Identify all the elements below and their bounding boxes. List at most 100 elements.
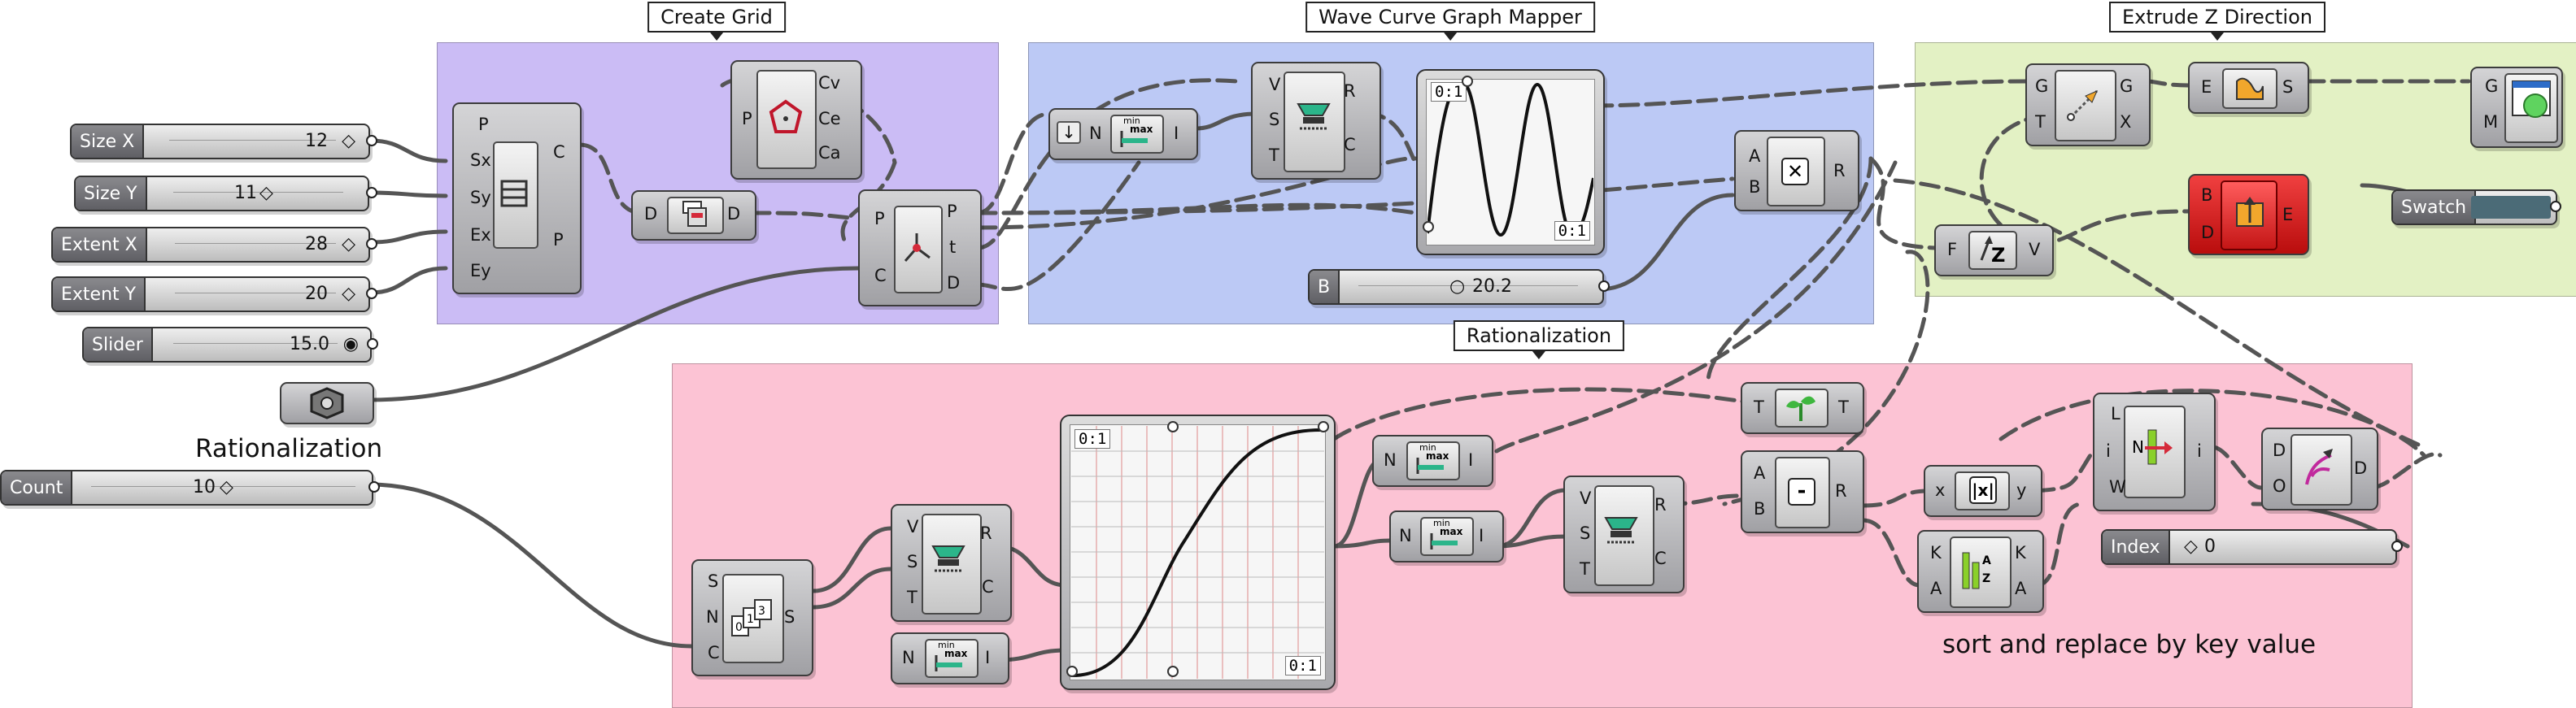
sort-note: sort and replace by key value: [1942, 630, 2317, 659]
sort-component[interactable]: K A K A A Z: [1917, 530, 2044, 613]
bounds-component-bottom[interactable]: N I min max: [891, 632, 1009, 684]
remap-component-mid[interactable]: V S T R C: [1563, 476, 1685, 593]
swatch-color: [2471, 196, 2551, 219]
curve-tag-tl: 0:1: [1074, 429, 1111, 449]
count-slider[interactable]: Count 10 ◇: [0, 470, 373, 506]
polygon-icon: [769, 99, 803, 133]
b-label: B: [1310, 271, 1340, 303]
remap-component-left[interactable]: V S T R C: [891, 504, 1012, 622]
svg-text:min: min: [938, 640, 955, 650]
panel-zoom-icon: ↓: [1057, 121, 1081, 144]
multiply-component[interactable]: A B R ✕: [1734, 130, 1859, 211]
replace-component[interactable]: D O D: [2261, 428, 2378, 510]
extent-y-value: 20: [305, 284, 328, 304]
size-x-label: Size X: [72, 125, 145, 158]
grid-icon: [500, 180, 528, 207]
swatch[interactable]: Swatch: [2391, 189, 2557, 225]
hex-button[interactable]: [280, 382, 374, 424]
absolute-component[interactable]: x y |x|: [1924, 465, 2042, 517]
svg-text:max: max: [1440, 526, 1463, 537]
svg-text:3: 3: [758, 605, 765, 618]
extent-y-label: Extent Y: [53, 278, 146, 311]
count-value: 10: [193, 477, 216, 497]
extent-y-slider[interactable]: Extent Y 20 ◇: [51, 276, 370, 312]
bounds-component-mid2[interactable]: N I min max: [1389, 510, 1504, 562]
svg-text:min: min: [1433, 518, 1450, 528]
series-component[interactable]: S N C S 0 1 3: [691, 559, 813, 676]
swatch-label: Swatch: [2393, 191, 2477, 224]
extent-x-slider[interactable]: Extent X 28 ◇: [51, 227, 370, 263]
evaluate-component[interactable]: P C P t D: [858, 189, 982, 306]
remap-component-top[interactable]: V S T R C: [1251, 62, 1381, 180]
size-x-slider[interactable]: Size X 12 ◇: [70, 124, 370, 159]
bounds-icon: min max: [1416, 442, 1449, 474]
wave-graph-mapper[interactable]: 0:1 0:1: [1416, 69, 1605, 255]
wave-handle-start[interactable]: [1423, 221, 1434, 232]
b-slider[interactable]: B ○ 20.2: [1308, 269, 1604, 305]
diamond-icon: ◇: [2184, 536, 2198, 557]
count-label: Count: [2, 471, 73, 504]
hex-icon: [310, 387, 344, 419]
curve-handle-1[interactable]: [1066, 666, 1078, 677]
sine-curve: [1427, 82, 1593, 237]
unit-z-component[interactable]: F V Z: [1934, 224, 2054, 276]
bounds-component-top[interactable]: ↓ N I min max: [1048, 108, 1198, 160]
swatch-output-grip[interactable]: [2550, 201, 2561, 212]
wave-tag-tl: 0:1: [1431, 82, 1467, 102]
size-y-slider[interactable]: Size Y 11 ◇: [74, 176, 369, 211]
insert-component[interactable]: L i W i N: [2093, 393, 2216, 511]
remap-icon: [931, 545, 965, 572]
size-x-output-grip[interactable]: [366, 135, 377, 146]
bounds-icon: min max: [935, 640, 968, 671]
curve-graph-mapper[interactable]: 0:1 0:1: [1060, 415, 1336, 690]
move-component[interactable]: G T G X: [2025, 63, 2151, 146]
tree-icon: [1786, 396, 1815, 421]
b-output-grip[interactable]: [1598, 280, 1610, 292]
absolute-icon: |x|: [1969, 476, 1997, 504]
generic-slider[interactable]: Slider 15.0 ◉: [82, 327, 372, 363]
extrude-icon: [2236, 77, 2264, 100]
diamond-icon: ◇: [342, 234, 355, 254]
replace-icon: [2305, 449, 2333, 485]
sort-icon: A Z: [1962, 552, 1991, 589]
curve-handle-2[interactable]: [1167, 666, 1179, 677]
size-y-value: 11: [234, 183, 257, 203]
bounds-component-mid1[interactable]: N I min max: [1372, 435, 1493, 487]
diamond-icon: ◇: [220, 477, 233, 497]
index-label: Index: [2103, 531, 2170, 563]
extent-x-label: Extent X: [53, 228, 147, 261]
wave-handle-peak[interactable]: [1462, 76, 1473, 87]
preview-component[interactable]: G M: [2470, 67, 2563, 148]
curve-handle-4[interactable]: [1318, 421, 1329, 432]
subtract-component[interactable]: A B R -: [1741, 450, 1864, 533]
tree-component[interactable]: T T: [1741, 382, 1864, 434]
extrude-edges-component[interactable]: B D E: [2188, 174, 2309, 255]
polygon-component[interactable]: P Cv Ce Ca: [730, 60, 862, 180]
curve-tag-br: 0:1: [1284, 656, 1321, 675]
preview-icon: [2512, 80, 2551, 118]
svg-text:N: N: [2132, 437, 2144, 457]
slider-output-grip[interactable]: [367, 338, 378, 350]
flatten-icon: [682, 201, 707, 227]
square-grid-component[interactable]: P Sx Sy Ex Ey C P: [452, 102, 582, 294]
extrude-edges-icon: [2236, 197, 2264, 227]
index-value: 0: [2204, 536, 2216, 557]
svg-text:min: min: [1123, 115, 1140, 126]
extent-x-output-grip[interactable]: [366, 238, 377, 250]
group-title-wave-mapper: Wave Curve Graph Mapper: [1305, 2, 1595, 33]
svg-text:Z: Z: [1982, 572, 1990, 585]
slider-label: Slider: [84, 328, 153, 361]
svg-text:Z: Z: [1991, 244, 2005, 267]
flatten-component[interactable]: D D: [631, 190, 756, 241]
index-slider[interactable]: Index ◇ 0: [2101, 529, 2397, 565]
b-value: 20.2: [1472, 276, 1512, 297]
extrude-component[interactable]: E S: [2188, 62, 2309, 114]
extent-y-output-grip[interactable]: [366, 288, 377, 299]
count-output-grip[interactable]: [368, 481, 380, 493]
size-y-output-grip[interactable]: [366, 187, 377, 198]
extent-x-value: 28: [305, 234, 328, 254]
curve-handle-3[interactable]: [1167, 421, 1179, 432]
index-output-grip[interactable]: [2391, 541, 2403, 552]
wave-tag-br: 0:1: [1554, 221, 1590, 241]
svg-text:max: max: [944, 648, 968, 659]
